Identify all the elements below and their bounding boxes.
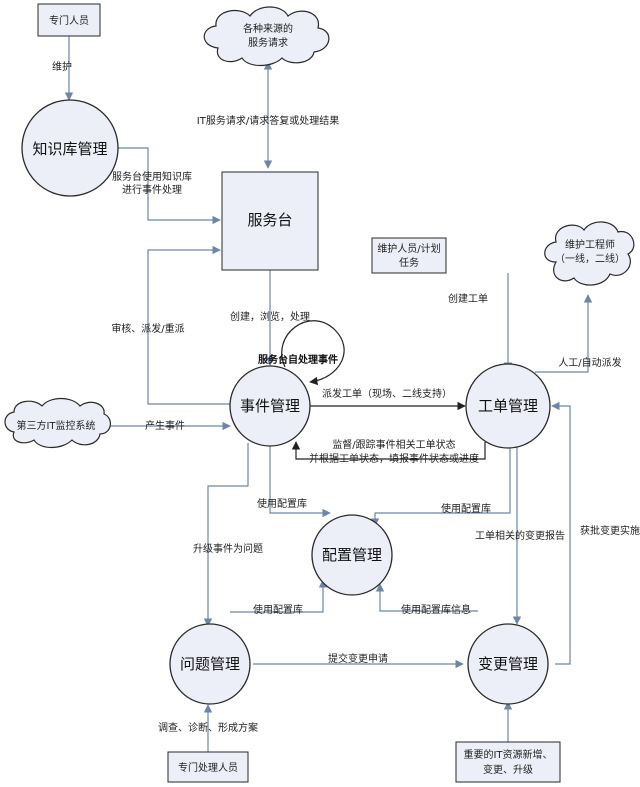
label-use-cmdb-ticket: 使用配置库 xyxy=(441,502,491,515)
node-service-requests-line1: 各种来源的 xyxy=(243,22,293,35)
node-dedicated-handler-label: 专门处理人员 xyxy=(178,761,238,774)
node-service-desk: 服务台 xyxy=(221,171,319,271)
label-use-cmdb-problem: 使用配置库 xyxy=(253,603,303,616)
node-maint-engineer-line1: 维护工程师 xyxy=(565,238,615,251)
node-service-desk-label: 服务台 xyxy=(247,211,292,229)
label-create-browse: 创建，浏览，处理 xyxy=(230,310,310,323)
edge-incident-problem xyxy=(203,443,249,627)
label-escalate: 升级事件为问题 xyxy=(193,542,263,555)
label-use-cmdb-incident: 使用配置库 xyxy=(257,497,307,510)
edge-problem-config xyxy=(230,579,328,613)
label-supervise: 监督/跟踪事件相关工单状态 xyxy=(332,438,455,451)
node-incident-mgmt: 事件管理 xyxy=(229,365,311,447)
label-use-cmdb-info: 使用配置库信息 xyxy=(401,603,471,616)
edge-incident-desk-review xyxy=(147,245,232,405)
node-maintainer-plan: 维护人员/计划 任务 xyxy=(371,237,447,274)
label-submit-change: 提交变更申请 xyxy=(328,652,388,665)
label-approved-change: 获批变更实施 xyxy=(580,524,640,537)
edge-self-loop xyxy=(281,320,345,386)
label-fill-status: 并根据工单状态，填报事件状态或进度 xyxy=(309,452,479,465)
node-service-requests: 各种来源的 服务请求 xyxy=(203,6,330,67)
label-desk-uses-kb-1: 服务台使用知识库 xyxy=(112,170,192,183)
label-maintain: 维护 xyxy=(52,60,72,73)
node-service-requests-line2: 服务请求 xyxy=(248,36,288,49)
label-create-ticket: 创建工单 xyxy=(448,292,488,305)
node-specialist: 专门人员 xyxy=(37,3,101,37)
node-knowledge-mgmt: 知识库管理 xyxy=(21,99,119,197)
node-third-party-label: 第三方IT监控系统 xyxy=(16,419,95,432)
node-config-mgmt-label: 配置管理 xyxy=(322,546,382,564)
edge-knowledge-desk xyxy=(118,147,221,225)
node-important-it: 重要的IT资源新增、 变更、升级 xyxy=(455,741,561,783)
node-problem-mgmt-label: 问题管理 xyxy=(180,655,240,673)
node-maint-engineer-line2: （一线，二线） xyxy=(555,252,625,265)
label-auto-dispatch: 人工/自动派发 xyxy=(558,356,621,369)
node-important-it-line1: 重要的IT资源新增、 xyxy=(463,748,552,761)
edge-ticket-config xyxy=(370,446,511,527)
node-ticket-mgmt: 工单管理 xyxy=(465,363,551,449)
node-maintainer-plan-line1: 维护人员/计划 xyxy=(377,242,440,255)
node-config-mgmt: 配置管理 xyxy=(311,514,393,596)
label-review-dispatch: 审核、派发/重派 xyxy=(111,322,184,335)
label-investigate: 调查、诊断、形成方案 xyxy=(158,721,258,734)
label-dispatch-ticket: 派发工单（现场、二线支持） xyxy=(322,387,452,400)
node-third-party: 第三方IT监控系统 xyxy=(4,397,111,449)
node-problem-mgmt: 问题管理 xyxy=(169,623,251,705)
edge-ticket-engineer xyxy=(535,294,593,373)
node-change-mgmt-label: 变更管理 xyxy=(478,655,538,673)
label-it-service: IT服务请求/请求答复或处理结果 xyxy=(197,114,339,127)
node-change-mgmt: 变更管理 xyxy=(467,623,549,705)
node-maintainer-plan-line2: 任务 xyxy=(399,256,419,269)
label-ticket-change-report: 工单相关的变更报告 xyxy=(475,529,565,542)
label-self-handle: 服务台自处理事件 xyxy=(258,353,338,366)
node-knowledge-mgmt-label: 知识库管理 xyxy=(32,140,107,158)
label-desk-uses-kb-2: 进行事件处理 xyxy=(122,183,182,196)
edge-ticket-incident-supervise xyxy=(291,441,486,460)
label-produce-event: 产生事件 xyxy=(145,419,185,432)
node-ticket-mgmt-label: 工单管理 xyxy=(478,397,538,415)
node-incident-mgmt-label: 事件管理 xyxy=(240,397,300,415)
node-specialist-label: 专门人员 xyxy=(49,14,89,27)
node-maint-engineer: 维护工程师 （一线，二线） xyxy=(544,221,635,286)
node-important-it-line2: 变更、升级 xyxy=(483,763,533,776)
edge-change-config xyxy=(375,583,478,612)
edge-incident-config xyxy=(269,446,331,518)
edge-change-ticket-approved xyxy=(551,401,571,665)
node-dedicated-handler: 专门处理人员 xyxy=(167,751,249,783)
